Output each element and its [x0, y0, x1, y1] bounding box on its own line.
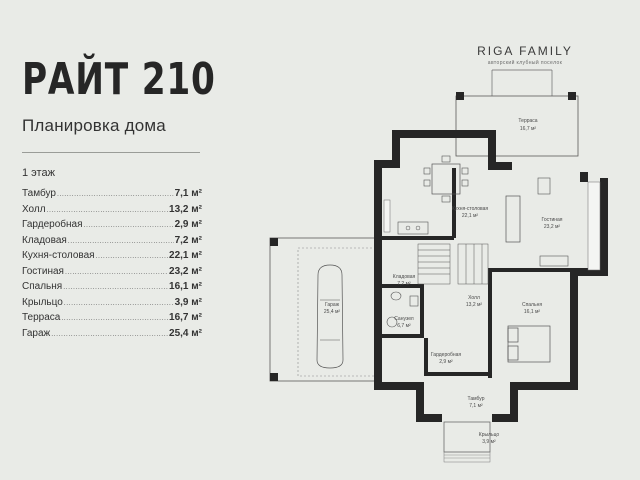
- vestibule-area: 7,1 м²: [469, 403, 483, 409]
- room-name: Холл: [22, 203, 46, 215]
- hall-name: Холл: [468, 295, 480, 301]
- brand-name: RIGA FAMILY: [477, 44, 573, 58]
- garage-area: 25,4 м²: [324, 309, 341, 315]
- terrace-area: 16,7 м²: [520, 126, 537, 132]
- room-row: Спальня 16,1 м²: [22, 281, 202, 297]
- room-row: Гараж 25,4 м²: [22, 328, 202, 344]
- brand-logo: RIGA FAMILY авторский клубный поселок: [470, 44, 580, 66]
- floor-label: 1 этаж: [22, 167, 55, 179]
- room-area: 13,2 м²: [169, 203, 202, 215]
- house-walls: [374, 130, 608, 422]
- room-area: 2,9 м²: [174, 219, 202, 230]
- brand-tagline: авторский клубный поселок: [487, 60, 563, 66]
- bedroom-area: 16,1 м²: [524, 309, 541, 315]
- room-area: 7,2 м²: [174, 234, 202, 246]
- room-name: Крыльцо: [22, 296, 63, 308]
- room-name: Кухня-столовая: [22, 250, 95, 261]
- bed: [507, 325, 551, 363]
- room-row: Гостиная 23,2 м²: [22, 266, 202, 282]
- storage-name: Кладовая: [393, 274, 416, 280]
- dining-table: [423, 155, 469, 203]
- sofa: [505, 177, 569, 267]
- wardrobe-area: 2,9 м²: [439, 359, 453, 365]
- project-subtitle: Планировка дома: [22, 116, 166, 135]
- kitchen-area: 22,1 м²: [462, 213, 479, 219]
- porch-name: Крыльцо: [479, 432, 500, 438]
- room-area: 25,4 м²: [169, 327, 202, 339]
- bath-area: 6,7 м²: [397, 323, 411, 329]
- room-row: Крыльцо 3,9 м²: [22, 297, 202, 313]
- room-name: Гараж: [22, 327, 51, 339]
- room-area: 3,9 м²: [174, 296, 202, 308]
- room-area: 16,7 м²: [169, 312, 202, 323]
- stairs: [417, 243, 489, 285]
- room-area: 16,1 м²: [169, 281, 202, 292]
- room-name: Спальня: [22, 281, 63, 292]
- room-name: Кладовая: [22, 234, 67, 246]
- room-area: 7,1 м²: [174, 188, 202, 199]
- kitchen-name: Кухня-столовая: [452, 206, 489, 212]
- divider: [22, 152, 200, 153]
- bath-name: Санузел: [394, 316, 414, 322]
- storage-area: 7,2 м²: [397, 281, 411, 287]
- kitchen-counter: [397, 221, 429, 235]
- room-area: 23,2 м²: [169, 265, 202, 277]
- terrace: Терраса 16,7 м²: [455, 69, 579, 157]
- living-name: Гостиная: [542, 217, 563, 223]
- room-name: Гостиная: [22, 265, 64, 277]
- room-row: Кухня-столовая 22,1 м²: [22, 250, 202, 266]
- room-labels: Кухня-столовая 22,1 м² Гостиная 23,2 м² …: [393, 206, 563, 445]
- vestibule-name: Тамбур: [468, 396, 485, 402]
- room-row: Тамбур 7,1 м²: [22, 188, 202, 204]
- room-list: Тамбур 7,1 м² Холл 13,2 м² Гардеробная 2,9 …: [22, 188, 202, 343]
- porch: [443, 421, 491, 463]
- windows: [383, 181, 601, 271]
- bath-fixtures: [386, 291, 419, 328]
- room-name: Терраса: [22, 312, 61, 323]
- bedroom-name: Спальня: [522, 302, 542, 308]
- room-row: Гардеробная 2,9 м²: [22, 219, 202, 235]
- room-row: Терраса 16,7 м²: [22, 312, 202, 328]
- room-name: Тамбур: [22, 188, 56, 199]
- living-area: 23,2 м²: [544, 224, 561, 230]
- room-row: Холл 13,2 м²: [22, 204, 202, 220]
- terrace-name: Терраса: [518, 118, 537, 124]
- porch-area: 3,9 м²: [482, 439, 496, 445]
- garage-name: Гараж: [325, 302, 340, 308]
- room-area: 22,1 м²: [169, 250, 202, 261]
- info-panel: РАЙТ 210 Планировка дома 1 этаж Тамбур7,…: [22, 58, 215, 343]
- garage: Гараж 25,4 м²: [269, 237, 381, 382]
- room-row: Кладовая 7,2 м²: [22, 235, 202, 251]
- hall-area: 13,2 м²: [466, 302, 483, 308]
- room-name: Гардеробная: [22, 219, 83, 230]
- wardrobe-name: Гардеробная: [431, 352, 462, 358]
